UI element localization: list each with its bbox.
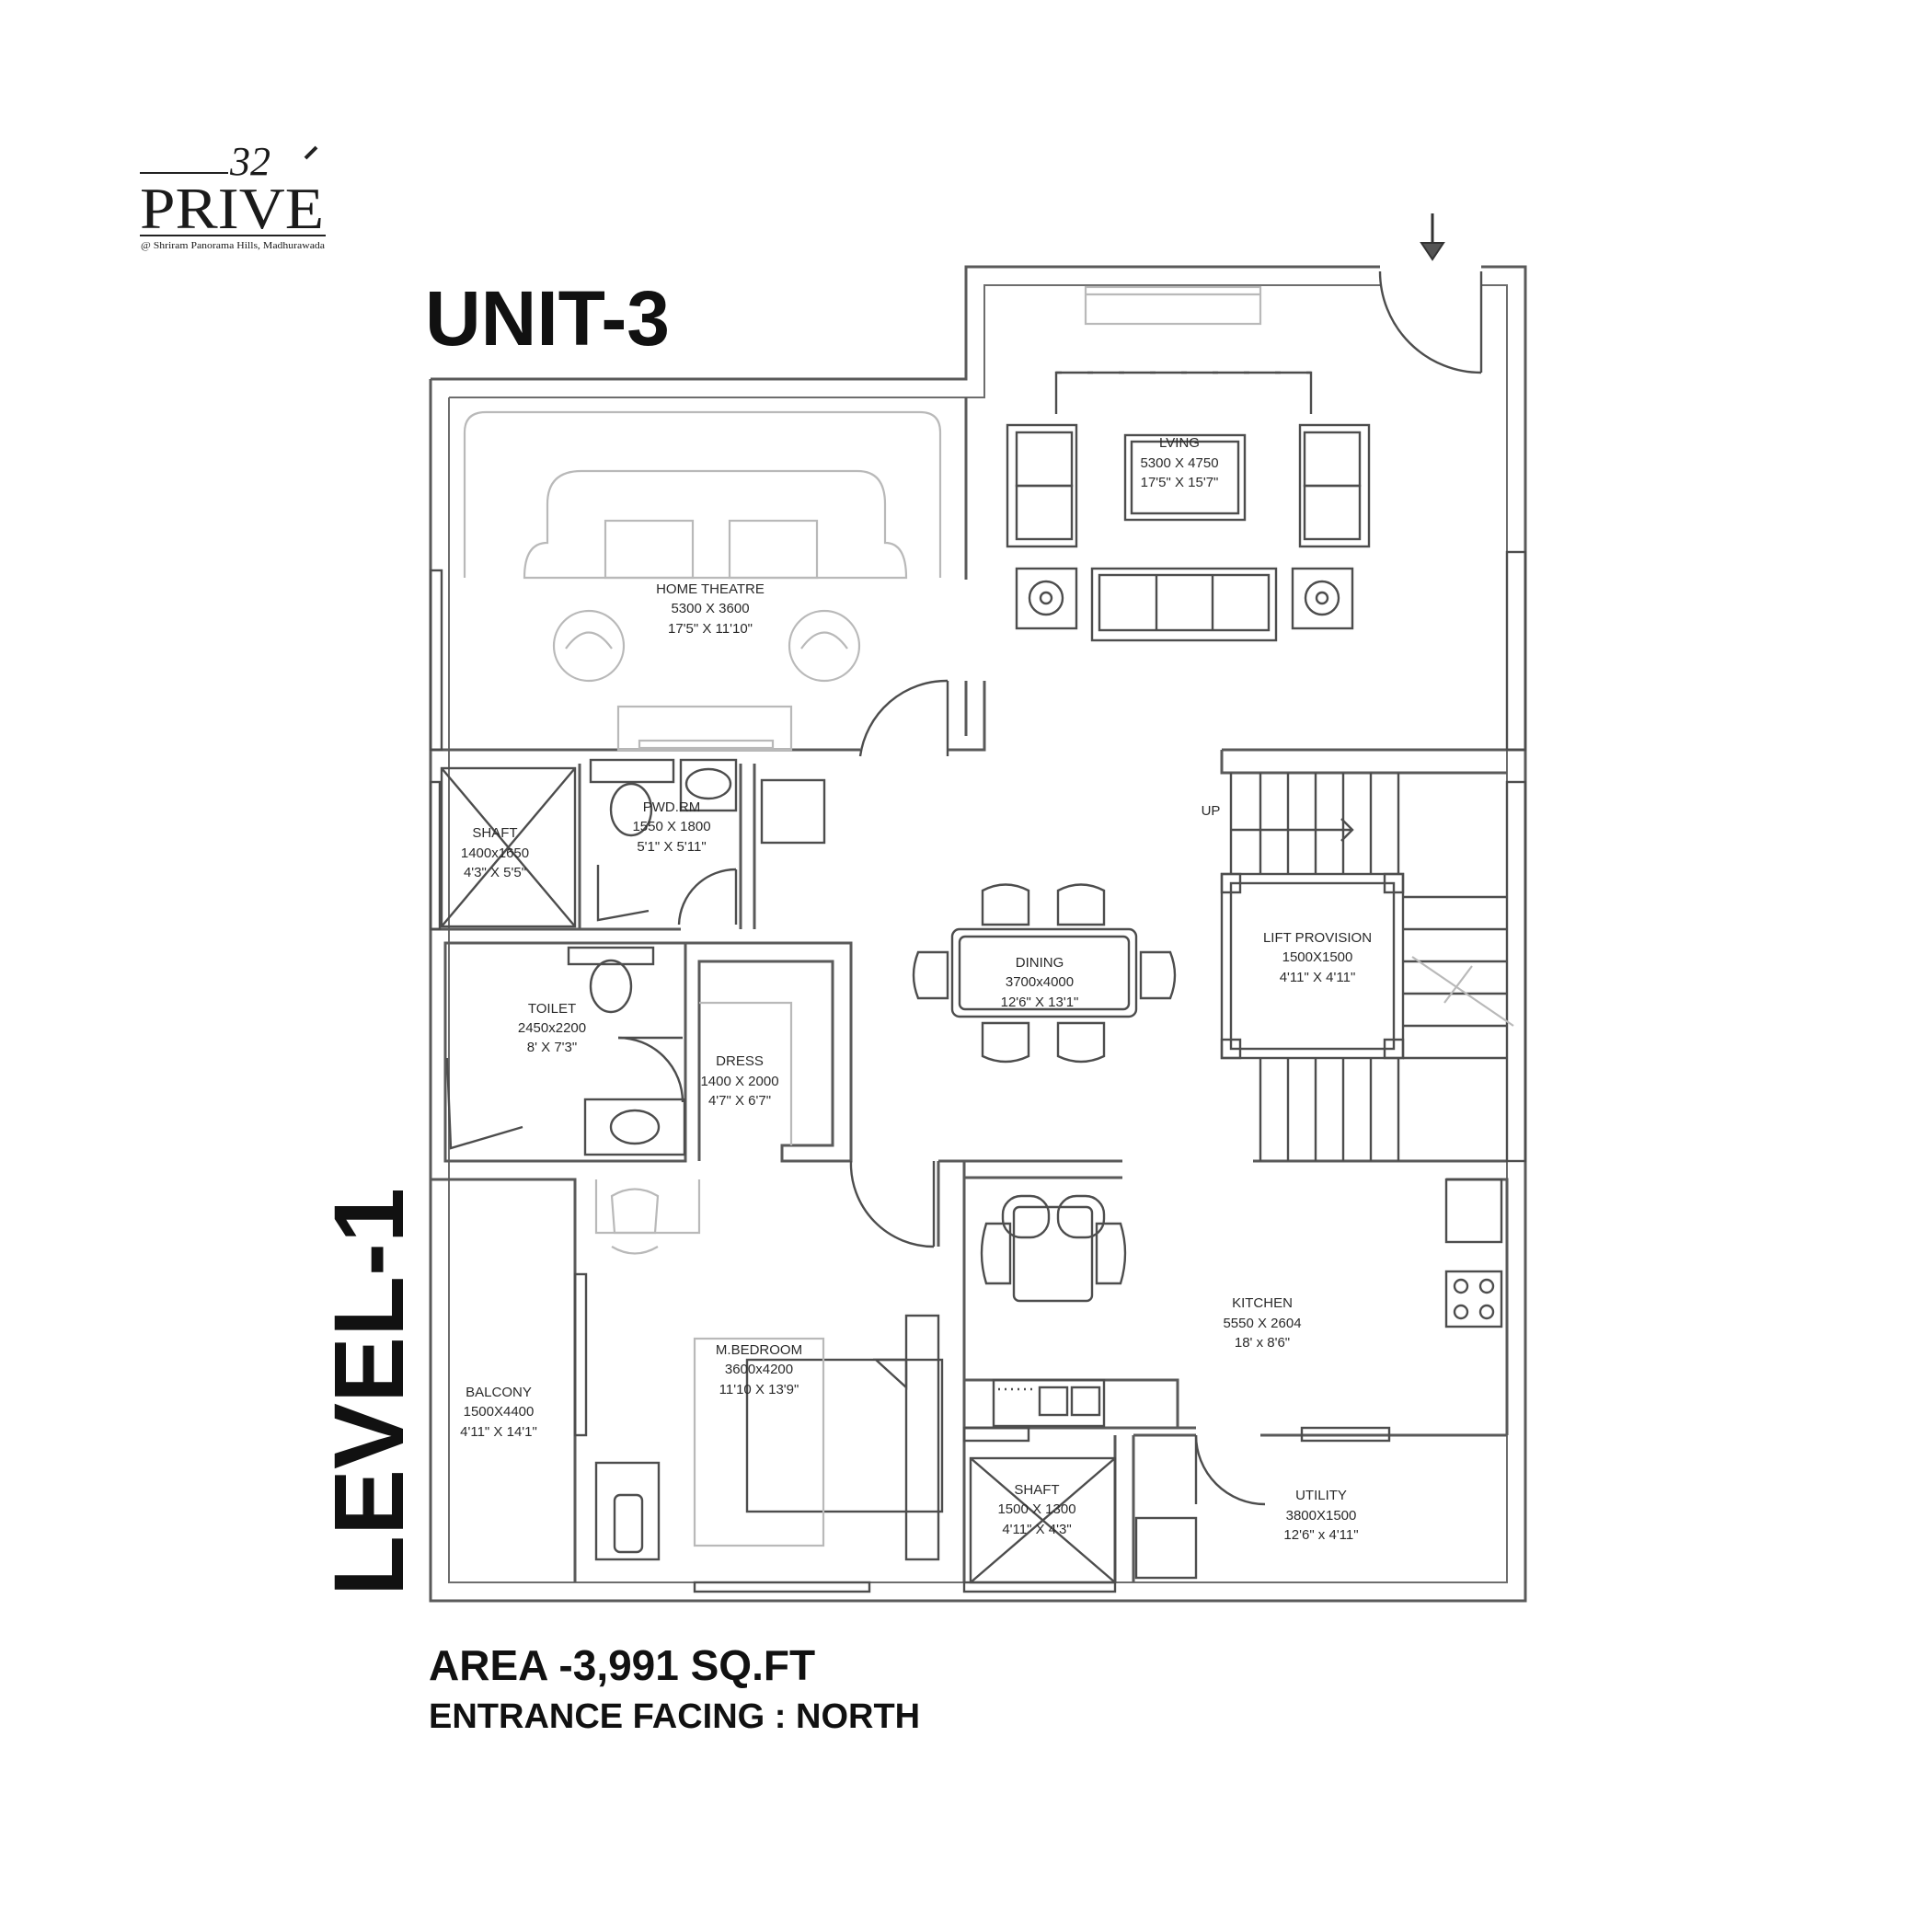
- staircase: [1229, 773, 1514, 1161]
- label-bedroom: M.BEDROOM: [716, 1342, 802, 1358]
- interior-walls: [431, 397, 1525, 1582]
- size-lift-ft: 4'11" X 4'11": [1280, 970, 1356, 985]
- doors: [617, 270, 1483, 1506]
- level-title: LEVEL-1: [313, 1188, 424, 1596]
- label-shaft-1: SHAFT: [472, 825, 517, 841]
- label-balcony: BALCONY: [466, 1385, 532, 1400]
- windows: [429, 285, 1527, 1593]
- label-shaft-2: SHAFT: [1014, 1482, 1059, 1498]
- size-dress-mm: 1400 X 2000: [700, 1074, 778, 1089]
- room-labels: HOME THEATRE 5300 X 3600 17'5" X 11'10" …: [460, 435, 1372, 1543]
- size-utility-mm: 3800X1500: [1286, 1508, 1357, 1524]
- area-text: AREA -3,991 SQ.FT: [429, 1641, 815, 1689]
- home-theatre-furniture: [463, 410, 942, 752]
- size-bedroom-mm: 3600x4200: [725, 1362, 793, 1377]
- size-balcony-ft: 4'11" X 14'1": [460, 1424, 537, 1440]
- size-dining-ft: 12'6" X 13'1": [1001, 995, 1079, 1010]
- label-dress: DRESS: [716, 1053, 764, 1069]
- size-living-ft: 17'5" X 15'7": [1141, 475, 1219, 490]
- size-kitchen-ft: 18' x 8'6": [1235, 1335, 1290, 1351]
- brand-logo: 32 PRIVE @ Shriram Panorama Hills, Madhu…: [140, 139, 326, 251]
- label-kitchen: KITCHEN: [1232, 1295, 1293, 1311]
- label-lift: LIFT PROVISION: [1263, 930, 1372, 946]
- label-home-theatre: HOME THEATRE: [656, 581, 765, 597]
- size-shaft-2-ft: 4'11" X 4'3": [1002, 1522, 1071, 1537]
- size-balcony-mm: 1500X4400: [464, 1404, 535, 1420]
- dining-furniture: [912, 883, 1177, 1064]
- size-pwd-mm: 1550 X 1800: [632, 819, 710, 834]
- living-furniture: [1006, 371, 1371, 642]
- shaft-1: [440, 766, 577, 928]
- kitchen-furniture: [980, 1178, 1503, 1428]
- outer-walls: [429, 265, 1527, 1603]
- label-toilet: TOILET: [528, 1001, 576, 1017]
- label-pwd: PWD.RM: [643, 799, 701, 815]
- size-dress-ft: 4'7" X 6'7": [708, 1093, 771, 1109]
- brand-number: 32: [229, 139, 270, 184]
- size-home-theatre-mm: 5300 X 3600: [671, 601, 749, 616]
- size-toilet-ft: 8' X 7'3": [527, 1040, 577, 1055]
- label-dining: DINING: [1016, 955, 1064, 971]
- size-shaft-1-ft: 4'3" X 5'5": [464, 865, 526, 880]
- size-lift-mm: 1500X1500: [1282, 949, 1353, 965]
- size-living-mm: 5300 X 4750: [1140, 455, 1218, 471]
- entrance-arrow-icon: [1420, 213, 1445, 261]
- label-utility: UTILITY: [1295, 1488, 1347, 1503]
- lift-provision: [1220, 872, 1405, 1060]
- size-kitchen-mm: 5550 X 2604: [1223, 1316, 1301, 1331]
- utility-furniture: [1134, 1516, 1198, 1580]
- size-utility-ft: 12'6" x 4'11": [1283, 1527, 1358, 1543]
- size-dining-mm: 3700x4000: [1006, 974, 1074, 990]
- size-home-theatre-ft: 17'5" X 11'10": [668, 621, 753, 637]
- size-toilet-mm: 2450x2200: [518, 1020, 586, 1036]
- shaft-2: [969, 1456, 1117, 1584]
- label-living: LVING: [1159, 435, 1200, 451]
- brand-name: PRIVE: [140, 176, 324, 241]
- dress-furniture: [594, 1001, 793, 1255]
- stair-up-label: UP: [1202, 803, 1221, 819]
- logo-accent: [304, 145, 318, 160]
- entrance-text: ENTRANCE FACING : NORTH: [429, 1697, 920, 1736]
- size-shaft-2-mm: 1500 X 1300: [997, 1501, 1075, 1517]
- brand-tagline: @ Shriram Panorama Hills, Madhurawada: [141, 241, 326, 251]
- unit-title: UNIT-3: [425, 275, 670, 362]
- size-bedroom-ft: 11'10 X 13'9": [719, 1382, 799, 1397]
- size-shaft-1-mm: 1400x1650: [461, 845, 529, 861]
- size-pwd-ft: 5'1" X 5'11": [637, 839, 706, 855]
- bath-fixtures: [445, 758, 826, 1156]
- bedroom-furniture: [594, 1314, 944, 1561]
